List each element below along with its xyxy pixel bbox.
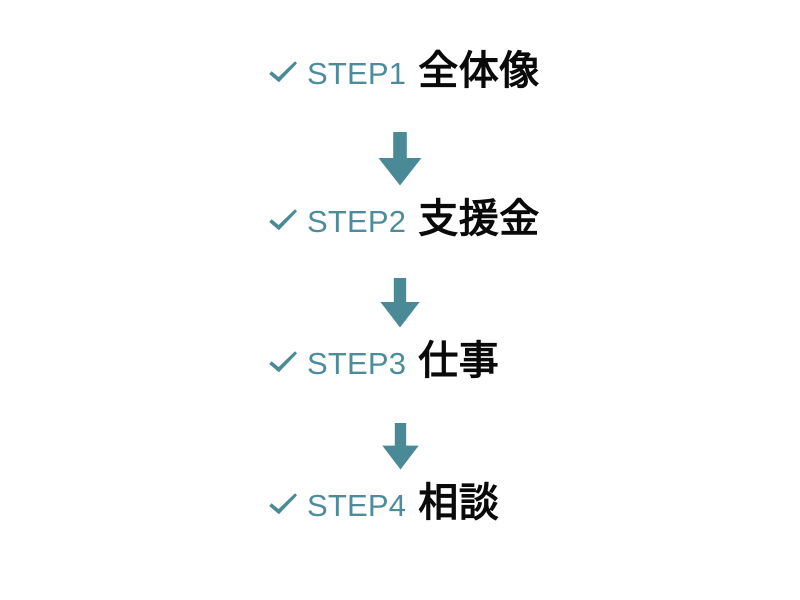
step-label: STEP2 [307,204,407,239]
step-row-2: STEP2 支援金 [265,196,540,248]
step-label: STEP3 [307,346,407,381]
arrow-down-icon [380,278,420,328]
step-row-3: STEP3 仕事 [265,338,499,390]
arrow-connector-3 [265,412,535,480]
step-title: 相談 [418,480,500,526]
step-title: 仕事 [418,338,500,384]
step-row-1: STEP1 全体像 [265,48,540,100]
step-row-4: STEP4 相談 [265,480,499,532]
step-label: STEP4 [307,488,407,523]
check-icon [265,55,301,91]
arrow-connector-1 [265,122,535,196]
step-title: 全体像 [418,48,540,94]
arrow-connector-2 [265,268,535,338]
step-label: STEP1 [307,56,407,91]
arrow-down-icon [381,422,419,469]
step-title: 支援金 [418,196,540,242]
check-icon [265,203,301,239]
check-icon [265,345,301,381]
check-icon [265,487,301,523]
arrow-down-icon [378,132,422,186]
